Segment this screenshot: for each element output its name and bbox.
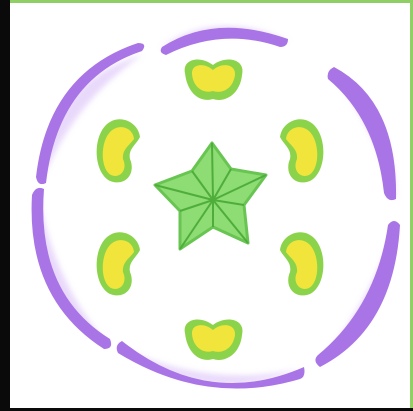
petal-upper-right	[328, 67, 396, 200]
stamen-lower-right	[280, 232, 323, 295]
floral-diagram	[10, 3, 410, 408]
stamen-bottom	[185, 319, 243, 360]
petal-lower-right	[315, 221, 400, 367]
stamen-lower-left	[97, 232, 140, 295]
frame-left-border	[0, 0, 10, 411]
stamen-top	[185, 59, 243, 100]
petal-top	[161, 28, 288, 55]
stamen-upper-right	[280, 119, 323, 182]
pistil-star	[155, 143, 266, 249]
stamen-upper-left	[97, 119, 140, 182]
